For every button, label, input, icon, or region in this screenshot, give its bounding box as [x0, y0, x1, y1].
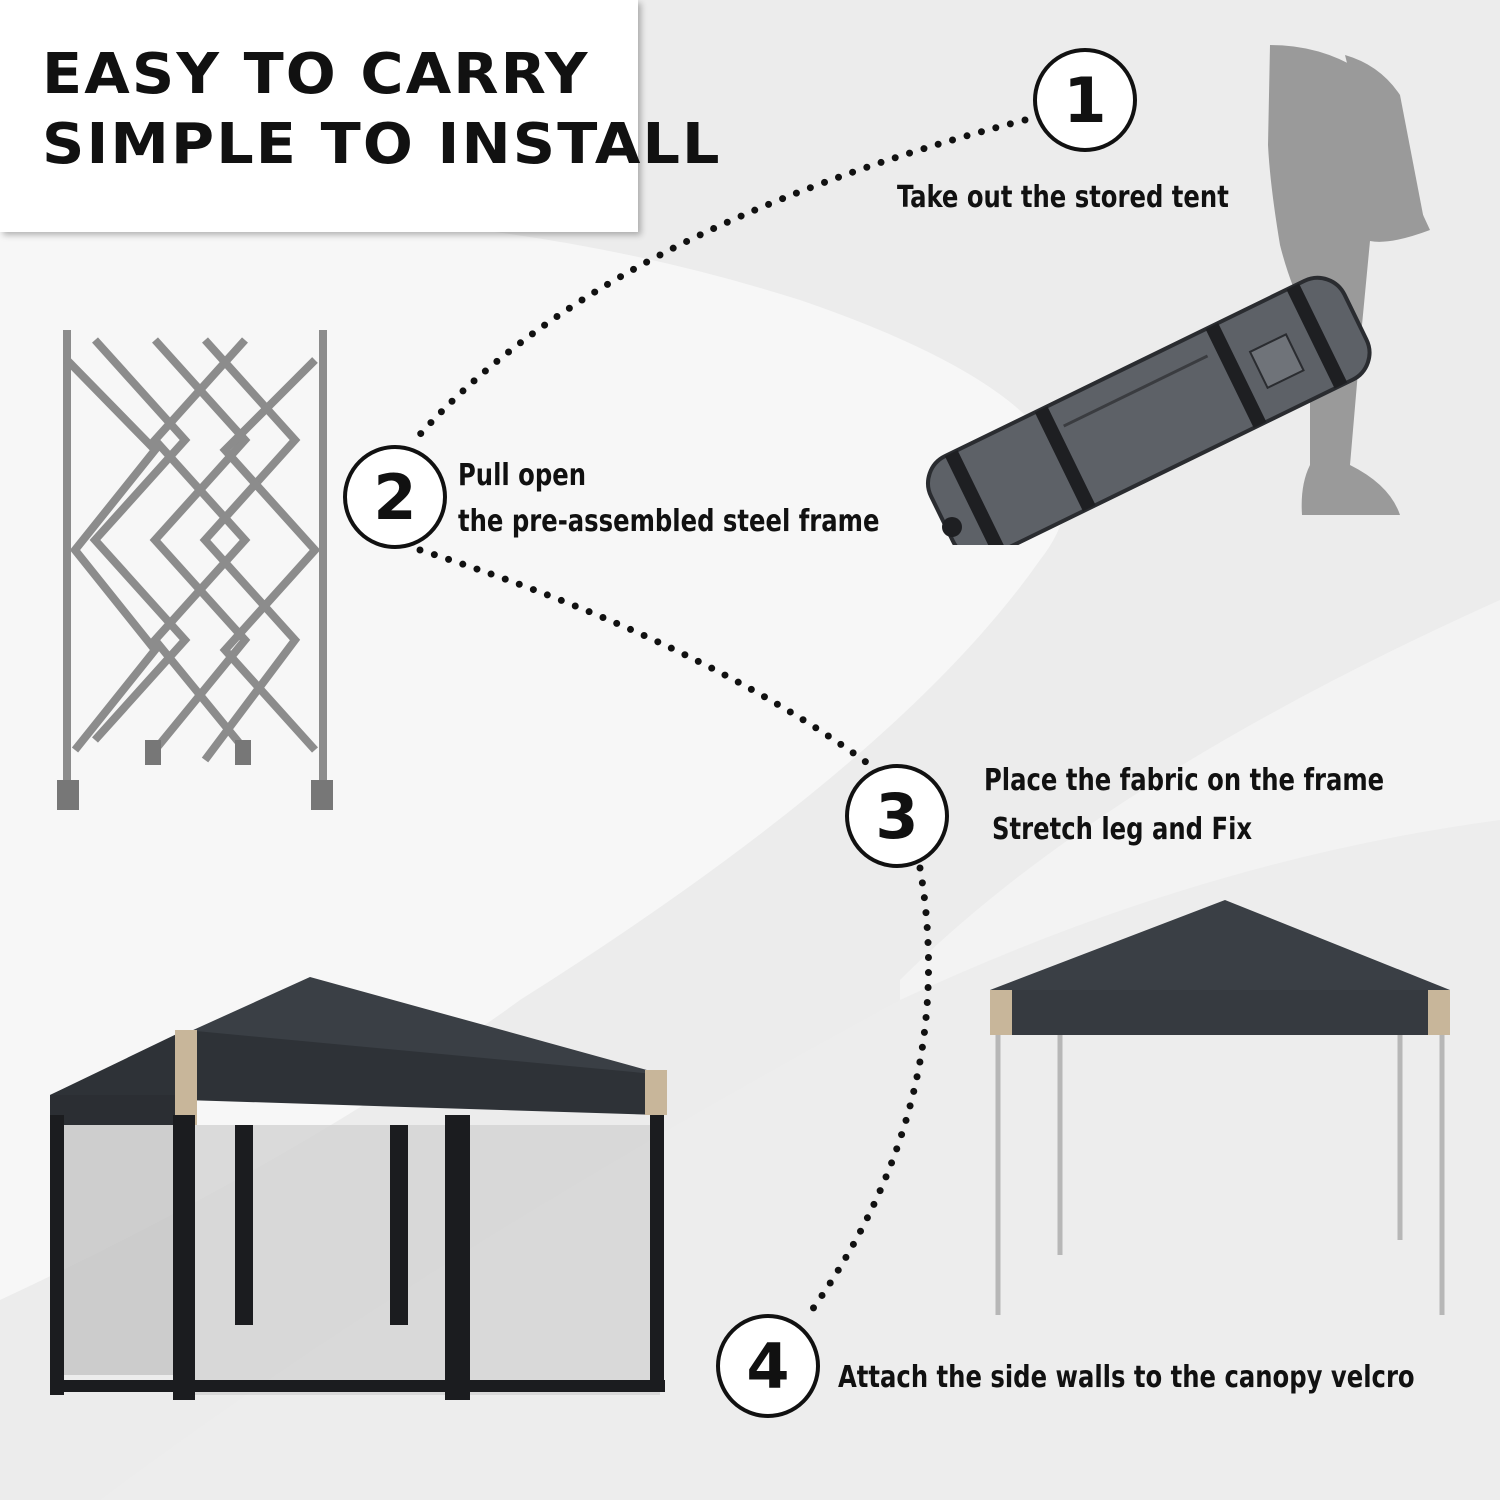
screened-tent-icon: [50, 977, 667, 1400]
step-3-badge: 3: [845, 764, 949, 868]
carry-bag-icon: [926, 275, 1372, 545]
step-3-text-line-1: Place the fabric on the frame: [984, 763, 1385, 798]
step-2-text-line-2: the pre-assembled steel frame: [458, 504, 880, 539]
canopy-tent-icon: [990, 900, 1450, 1315]
folded-frame-icon: [57, 330, 333, 810]
title-line-2: SIMPLE TO INSTALL: [42, 112, 722, 177]
step-3-text-line-2: Stretch leg and Fix: [992, 812, 1253, 847]
step-4-badge: 4: [716, 1314, 820, 1418]
step-4-text: Attach the side walls to the canopy velc…: [838, 1360, 1415, 1395]
title-line-1: EASY TO CARRY: [42, 42, 590, 107]
step-1-badge: 1: [1033, 48, 1137, 152]
step-2-badge: 2: [343, 445, 447, 549]
step-2-text-line-1: Pull open: [458, 458, 587, 493]
person-silhouette-icon: [1268, 45, 1430, 515]
title-box: EASY TO CARRY SIMPLE TO INSTALL: [0, 0, 720, 232]
step-1-text: Take out the stored tent: [897, 180, 1229, 215]
